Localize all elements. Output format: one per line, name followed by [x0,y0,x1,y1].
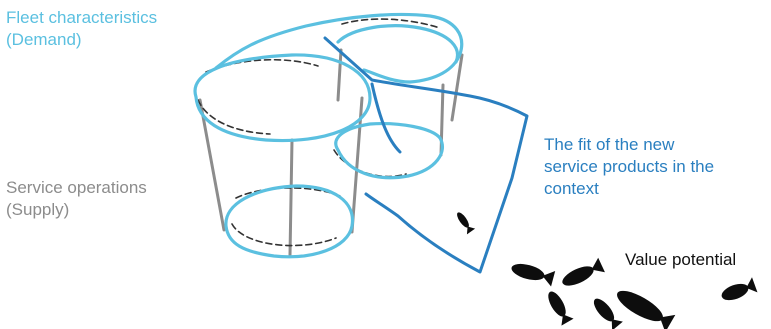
supply-label-line1: Service operations [6,177,147,199]
fit-label-line3: context [544,178,714,200]
demand-label-line1: Fleet characteristics [6,7,157,29]
fish-icon [454,210,475,235]
fish-icon [510,260,556,287]
fish-icon [590,295,623,329]
fit-label: The fit of the new service products in t… [544,134,714,200]
fit-label-line2: service products in the [544,156,714,178]
fish-icon [559,258,605,291]
demand-outline [195,14,462,256]
demand-label-line2: (Demand) [6,29,157,51]
demand-label: Fleet characteristics (Demand) [6,7,157,51]
fish-icon [719,277,757,304]
fit-outline [325,38,527,272]
supply-label: Service operations (Supply) [6,177,147,221]
supply-label-line2: (Supply) [6,199,147,221]
value-potential-label: Value potential [625,249,736,271]
fit-label-line1: The fit of the new [544,134,714,156]
fish-icon [544,288,574,325]
